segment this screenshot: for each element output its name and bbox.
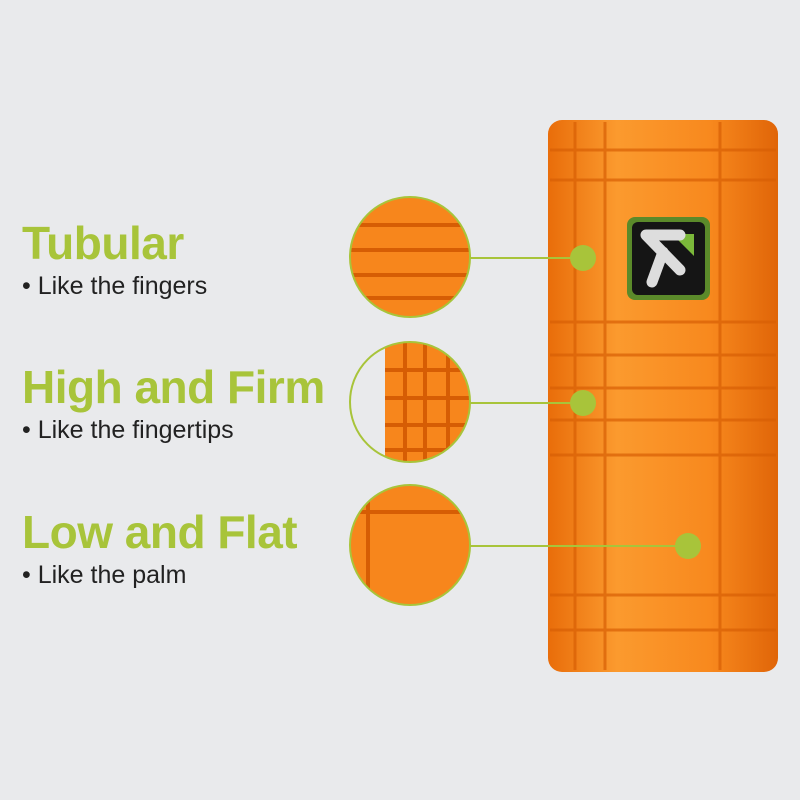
feature-low-flat: Low and Flat • Like the palm [22, 506, 298, 590]
feature-bullet: • Like the fingers [22, 272, 208, 300]
feature-title: High and Firm [22, 361, 325, 413]
callout-lines [470, 245, 701, 559]
feature-high-firm: High and Firm • Like the fingertips [22, 364, 325, 445]
feature-bullet: • Like the palm [22, 561, 187, 589]
feature-title: Tubular [22, 217, 184, 269]
detail-circle-tubular [349, 196, 471, 318]
logo [627, 217, 710, 300]
detail-circle-low-flat [349, 484, 471, 606]
feature-title: Low and Flat [22, 506, 298, 558]
detail-circle-high-firm [349, 341, 471, 463]
feature-tubular: Tubular • Like the fingers [22, 220, 207, 301]
feature-bullet: • Like the fingertips [22, 416, 234, 444]
